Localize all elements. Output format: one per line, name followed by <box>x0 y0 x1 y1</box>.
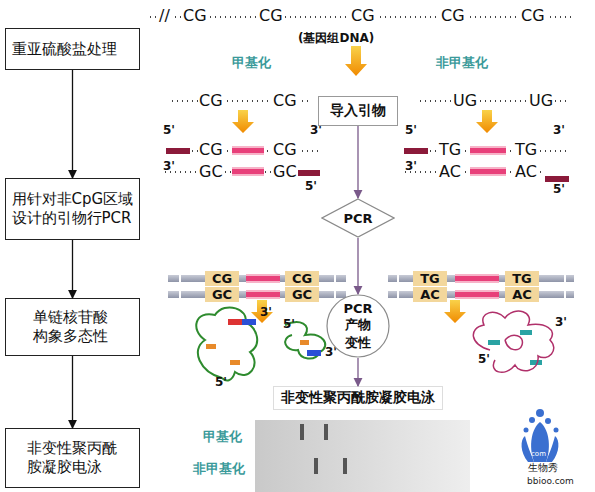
label-text: GC <box>272 163 298 181</box>
label-text: // <box>158 7 171 25</box>
label-text: CG <box>350 7 376 25</box>
node-text: 非变性聚丙酰胺凝胶电泳 <box>281 389 435 407</box>
ss-conformation-unmethylated <box>473 311 553 372</box>
label-text: bbioo.com <box>527 476 574 486</box>
label-text: AC <box>413 287 447 302</box>
label-text: AC <box>514 163 538 181</box>
label-text: CG <box>440 7 466 25</box>
node-text-block: 重亚硫酸盐处理 <box>12 40 134 59</box>
label-text: 3' <box>555 316 567 330</box>
gel-bands <box>300 424 347 474</box>
label-text: GC <box>198 163 224 181</box>
label-text: AC <box>438 163 462 181</box>
flow-arrow <box>357 238 358 294</box>
label-text: 5' <box>405 124 417 138</box>
flow-arrow <box>72 70 73 178</box>
label-text: 3' <box>325 346 337 360</box>
step-box: 非变性聚丙酰胺凝胶电泳 <box>273 386 443 410</box>
label-text: TG <box>413 271 447 286</box>
label-text: CG <box>272 141 298 159</box>
label-text: CG <box>258 7 284 25</box>
label-text: CG <box>285 271 319 286</box>
flow-arrow <box>72 240 73 298</box>
label-text: 5' <box>215 376 227 390</box>
label-text: CG <box>272 92 298 110</box>
label-text: 3' <box>553 124 565 138</box>
label-text: GC <box>285 287 319 302</box>
label-text: TG <box>438 141 462 159</box>
label-text: 甲基化 <box>203 430 242 445</box>
label-text: com <box>531 450 546 458</box>
label-text: 3' <box>260 306 272 320</box>
watermark-logo <box>522 409 559 462</box>
step-circle: PCR 产物 变性 <box>326 294 390 358</box>
label-text: 5' <box>305 180 317 194</box>
step-box: 导入引物 <box>318 96 398 126</box>
label-text: CG <box>198 141 224 159</box>
decision-diamond: PCR <box>321 198 395 238</box>
label-text: CG <box>205 271 239 286</box>
flow-arrow <box>357 358 358 386</box>
label-text: CG <box>520 7 546 25</box>
flow-arrow <box>357 126 358 198</box>
process-box: 重亚硫酸盐处理 <box>5 28 140 70</box>
node-text-block: 单链核苷酸构象多态性 <box>33 308 113 346</box>
node-text: PCR 产物 变性 <box>338 301 378 352</box>
label-text: GC <box>205 287 239 302</box>
node-text-block: 非变性聚丙酰胺凝胶电泳 <box>27 439 119 477</box>
label-text: (基因组DNA) <box>298 32 374 46</box>
label-text: 5' <box>553 183 565 197</box>
label-text: 生物秀 <box>528 462 558 474</box>
process-arrows <box>232 46 498 323</box>
node-text-block: PCR <box>343 211 372 226</box>
node-text: 导入引物 <box>330 102 386 120</box>
node-text: 单链核苷酸构象多态性 <box>33 308 113 346</box>
node-text: 重亚硫酸盐处理 <box>12 40 134 59</box>
label-text: CG <box>182 7 208 25</box>
fragment-strands <box>165 101 570 172</box>
label-text: 3' <box>405 160 417 174</box>
node-text: 非变性聚丙酰胺凝胶电泳 <box>27 439 119 477</box>
node-text-block: 用针对非CpG区域设计的引物行PCR <box>12 190 134 228</box>
label-text: TG <box>505 271 539 286</box>
process-box: 非变性聚丙酰胺凝胶电泳 <box>5 428 140 488</box>
node-text-block: 非变性聚丙酰胺凝胶电泳 <box>281 389 435 407</box>
label-text: AC <box>505 287 539 302</box>
label-text: 5' <box>478 353 490 367</box>
label-text: 3' <box>310 124 322 138</box>
label-text: 3' <box>163 160 175 174</box>
process-box: 用针对非CpG区域设计的引物行PCR <box>5 178 140 240</box>
label-text: TG <box>514 141 538 159</box>
node-text: PCR <box>343 211 372 226</box>
node-text-block: PCR 产物 变性 <box>338 301 378 352</box>
node-text: 用针对非CpG区域设计的引物行PCR <box>12 190 134 228</box>
node-text-block: 导入引物 <box>330 102 386 120</box>
label-text: UG <box>528 92 554 110</box>
label-text: 非甲基化 <box>436 56 488 71</box>
gel-panel <box>255 420 470 492</box>
label-text: 甲基化 <box>232 56 271 71</box>
label-text: UG <box>452 92 478 110</box>
label-text: CG <box>198 92 224 110</box>
label-text: 非甲基化 <box>193 462 245 477</box>
flow-arrow <box>72 356 73 428</box>
label-text: 5' <box>283 318 295 332</box>
process-box: 单链核苷酸构象多态性 <box>5 298 140 356</box>
primer-bars <box>166 146 569 182</box>
label-text: 5' <box>163 124 175 138</box>
